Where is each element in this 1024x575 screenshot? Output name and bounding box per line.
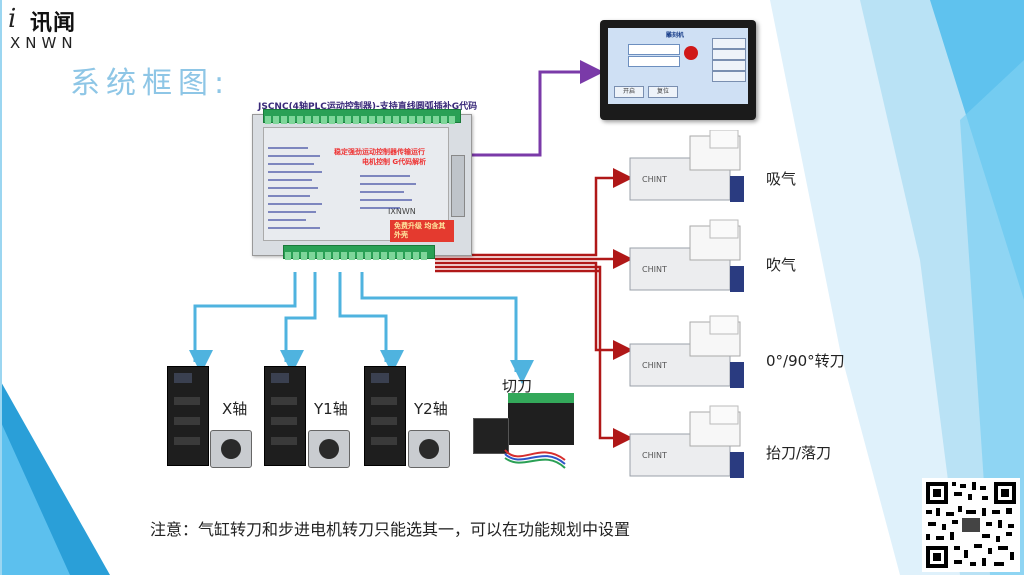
controller-panel: 稳定强劲运动控制器传输运行 电机控制 G代码解析 IXNWN 免费升级 均含其外…: [263, 127, 454, 242]
hmi-reset-button[interactable]: 复位: [648, 86, 678, 98]
axis-link-y1: [280, 272, 317, 374]
hmi-menu-2[interactable]: [712, 49, 746, 60]
hmi-start-button[interactable]: 开启: [614, 86, 644, 98]
spec-text-block-2: [360, 175, 416, 209]
page-title: 系统框图:: [70, 66, 231, 101]
valve-1: CHINT: [629, 130, 744, 202]
hmi-menu-3[interactable]: [712, 60, 746, 71]
valve-label-lift: 抬刀/落刀: [766, 444, 832, 462]
controller-brand-text: IXNWN: [388, 207, 416, 216]
servo-motor-y2: [408, 430, 450, 468]
valve-2: CHINT: [629, 219, 744, 292]
stepper-motor: [473, 418, 509, 454]
controller-headline-2: 电机控制 G代码解析: [362, 158, 427, 166]
axis-label-y1: Y1轴: [314, 400, 348, 418]
axis-link-x: [189, 272, 297, 374]
hmi-value-y: [628, 56, 680, 67]
top-terminal-strip: [263, 109, 461, 124]
axis-link-cut: [360, 272, 534, 384]
axis-label-x: X轴: [222, 400, 248, 418]
svg-text:CHINT: CHINT: [642, 265, 667, 274]
valve-label-suction: 吸气: [766, 170, 797, 188]
side-connector: [451, 155, 465, 217]
hmi-title: 雕刻机: [666, 32, 685, 39]
logo-en-name: XNWN: [10, 34, 78, 52]
spec-text-block: [268, 147, 322, 229]
valve-label-rotate: 0°/90°转刀: [766, 352, 845, 370]
servo-drive-x: [167, 366, 209, 466]
stepper-driver: [508, 393, 574, 445]
hmi-screen: 雕刻机 开启 复位: [608, 28, 748, 104]
logo-cn-name: 讯闻: [30, 11, 77, 36]
servo-drive-y2: [364, 366, 406, 466]
svg-text:CHINT: CHINT: [642, 361, 667, 370]
svg-text:CHINT: CHINT: [642, 175, 667, 184]
upgrade-badge: 免费升级 均含其外壳: [390, 220, 454, 242]
valve-link-1: [435, 168, 633, 257]
axis-link-y2: [338, 272, 404, 374]
valve-3: CHINT: [629, 315, 744, 388]
stepper-cables: [504, 449, 566, 469]
axis-label-y2: Y2轴: [414, 400, 448, 418]
hmi-touchscreen: 雕刻机 开启 复位: [600, 20, 756, 120]
servo-motor-y1: [308, 430, 350, 468]
hmi-menu-1[interactable]: [712, 38, 746, 49]
valve-label-blow: 吹气: [766, 256, 797, 274]
solenoid-valves: CHINT CHINT CHINT CHINT: [629, 130, 744, 478]
hmi-menu-4[interactable]: [712, 71, 746, 82]
controller-headline-1: 稳定强劲运动控制器传输运行: [334, 148, 425, 156]
motion-controller: 稳定强劲运动控制器传输运行 电机控制 G代码解析 IXNWN 免费升级 均含其外…: [252, 109, 472, 260]
valve-link-4: [435, 265, 633, 448]
controller-title: JSCNC(4轴PLC运动控制器)-支持直线圆弧插补G代码: [258, 102, 478, 112]
hmi-link: [472, 60, 604, 157]
hmi-stop-indicator: [684, 46, 698, 60]
bottom-terminal-strip: [283, 245, 435, 260]
qr-code: [922, 478, 1020, 572]
logo-i-mark: i: [8, 4, 17, 34]
hmi-value-x: [628, 44, 680, 55]
svg-text:CHINT: CHINT: [642, 451, 667, 460]
axis-label-cutter: 切刀: [502, 377, 533, 395]
servo-motor-x: [210, 430, 252, 468]
servo-drive-y1: [264, 366, 306, 466]
footer-note: 注意：气缸转刀和步进电机转刀只能选其一，可以在功能规划中设置: [150, 520, 631, 539]
valve-4: CHINT: [629, 405, 744, 478]
valve-link-3: [435, 261, 633, 360]
